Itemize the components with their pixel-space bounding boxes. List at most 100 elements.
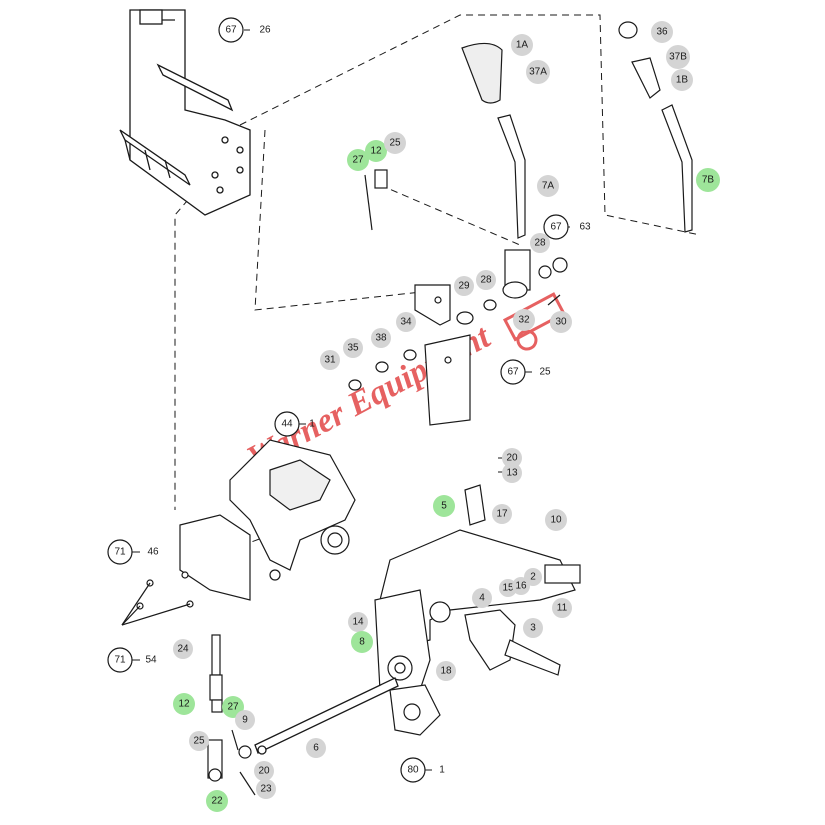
svg-text:29: 29 xyxy=(458,281,470,292)
svg-text:11: 11 xyxy=(557,603,568,614)
callout-38[interactable]: 38 xyxy=(371,328,391,348)
callout-4[interactable]: 4 xyxy=(472,588,492,608)
callout-35[interactable]: 35 xyxy=(343,338,363,358)
callout-36[interactable]: 36 xyxy=(651,21,673,43)
callout-17[interactable]: 17 xyxy=(492,504,512,524)
svg-text:2: 2 xyxy=(530,572,536,583)
callout-12-lower[interactable]: 12 xyxy=(173,693,195,715)
svg-text:1A: 1A xyxy=(516,40,529,51)
svg-text:27: 27 xyxy=(227,702,239,713)
callout-3[interactable]: 3 xyxy=(523,618,543,638)
svg-text:35: 35 xyxy=(347,343,359,354)
shift-fork-part xyxy=(464,564,581,676)
callout-1b[interactable]: 1B xyxy=(671,69,693,91)
svg-text:46: 46 xyxy=(147,547,159,558)
svg-text:27: 27 xyxy=(352,155,364,166)
shift-knob-1a xyxy=(461,42,503,104)
callout-23[interactable]: 23 xyxy=(256,779,276,799)
svg-text:31: 31 xyxy=(324,355,336,366)
shift-frame-part xyxy=(374,484,576,736)
svg-text:71: 71 xyxy=(114,547,126,558)
svg-text:44: 44 xyxy=(281,419,293,430)
svg-text:36: 36 xyxy=(656,27,668,38)
callout-29[interactable]: 29 xyxy=(454,276,474,296)
callout-9[interactable]: 9 xyxy=(235,710,255,730)
svg-text:7B: 7B xyxy=(702,175,715,186)
callout-20-lower[interactable]: 20 xyxy=(254,761,274,781)
svg-text:38: 38 xyxy=(375,333,387,344)
svg-text:16: 16 xyxy=(515,581,527,592)
mounting-plate-part xyxy=(348,169,561,426)
callout-5[interactable]: 5 xyxy=(433,495,455,517)
callout-32[interactable]: 32 xyxy=(513,309,535,331)
callout-37a[interactable]: 37A xyxy=(526,60,550,84)
control-cable-24 xyxy=(209,634,223,713)
callout-25-lower[interactable]: 25 xyxy=(189,731,209,751)
callout-25-top[interactable]: 25 xyxy=(384,132,406,154)
callout-10[interactable]: 10 xyxy=(545,509,567,531)
svg-text:7A: 7A xyxy=(542,181,555,192)
callout-7a[interactable]: 7A xyxy=(537,175,559,197)
shift-lever-7a xyxy=(497,114,526,239)
callout-1a[interactable]: 1A xyxy=(511,34,533,56)
callout-24[interactable]: 24 xyxy=(173,639,193,659)
svg-text:67: 67 xyxy=(507,367,519,378)
callout-80-1[interactable]: 80 1 xyxy=(400,757,445,783)
svg-text:63: 63 xyxy=(579,222,591,233)
svg-text:30: 30 xyxy=(555,317,567,328)
svg-text:1: 1 xyxy=(439,765,445,776)
svg-text:25: 25 xyxy=(389,138,401,149)
svg-text:18: 18 xyxy=(440,666,452,677)
callout-67-26[interactable]: 67 26 xyxy=(218,17,271,43)
callout-67-25[interactable]: 67 25 xyxy=(500,359,551,385)
callout-28-upper[interactable]: 28 xyxy=(530,233,550,253)
callout-2[interactable]: 2 xyxy=(524,568,542,586)
svg-text:1B: 1B xyxy=(676,75,689,86)
callout-22[interactable]: 22 xyxy=(206,790,228,812)
svg-text:1: 1 xyxy=(309,419,315,430)
callout-71-54[interactable]: 71 54 xyxy=(107,647,157,673)
callout-28-lower[interactable]: 28 xyxy=(476,270,496,290)
svg-text:37B: 37B xyxy=(669,52,687,63)
svg-text:5: 5 xyxy=(441,501,447,512)
svg-text:17: 17 xyxy=(496,509,508,520)
svg-text:26: 26 xyxy=(259,25,271,36)
svg-text:67: 67 xyxy=(225,25,237,36)
svg-text:8: 8 xyxy=(359,637,365,648)
callout-8[interactable]: 8 xyxy=(351,631,373,653)
callout-67-63[interactable]: 67 63 xyxy=(543,214,591,240)
callout-30[interactable]: 30 xyxy=(550,311,572,333)
svg-text:6: 6 xyxy=(313,743,319,754)
lever-pivot-32 xyxy=(502,249,568,299)
callout-7b[interactable]: 7B xyxy=(696,168,720,192)
svg-text:25: 25 xyxy=(193,736,205,747)
svg-text:13: 13 xyxy=(506,468,518,479)
svg-text:20: 20 xyxy=(258,766,270,777)
svg-text:67: 67 xyxy=(550,222,562,233)
callout-14[interactable]: 14 xyxy=(348,612,368,632)
callout-71-46[interactable]: 71 46 xyxy=(107,539,159,565)
callout-12-top[interactable]: 12 xyxy=(365,140,387,162)
shift-lever-7b xyxy=(661,104,693,233)
svg-text:32: 32 xyxy=(518,315,530,326)
callout-6[interactable]: 6 xyxy=(306,738,326,758)
callout-37b[interactable]: 37B xyxy=(666,45,690,69)
callout-11[interactable]: 11 xyxy=(552,598,572,618)
svg-text:10: 10 xyxy=(550,515,562,526)
svg-text:25: 25 xyxy=(539,367,551,378)
callout-bubbles: 36 1A 37A 37B 1B 7B 7A xyxy=(107,17,720,812)
seat-bracket-part xyxy=(119,9,251,216)
callout-34[interactable]: 34 xyxy=(396,312,416,332)
callout-44-1[interactable]: 44 1 xyxy=(274,411,315,437)
callout-27-top[interactable]: 27 xyxy=(347,149,369,171)
svg-text:28: 28 xyxy=(480,275,492,286)
callout-20-upper[interactable]: 20 xyxy=(502,448,522,468)
callout-18[interactable]: 18 xyxy=(436,661,456,681)
shaft-6 xyxy=(254,677,399,755)
svg-text:14: 14 xyxy=(352,617,364,628)
svg-text:24: 24 xyxy=(177,644,189,655)
callout-31[interactable]: 31 xyxy=(320,350,340,370)
left-bracket-part xyxy=(121,514,251,626)
callout-13[interactable]: 13 xyxy=(502,463,522,483)
